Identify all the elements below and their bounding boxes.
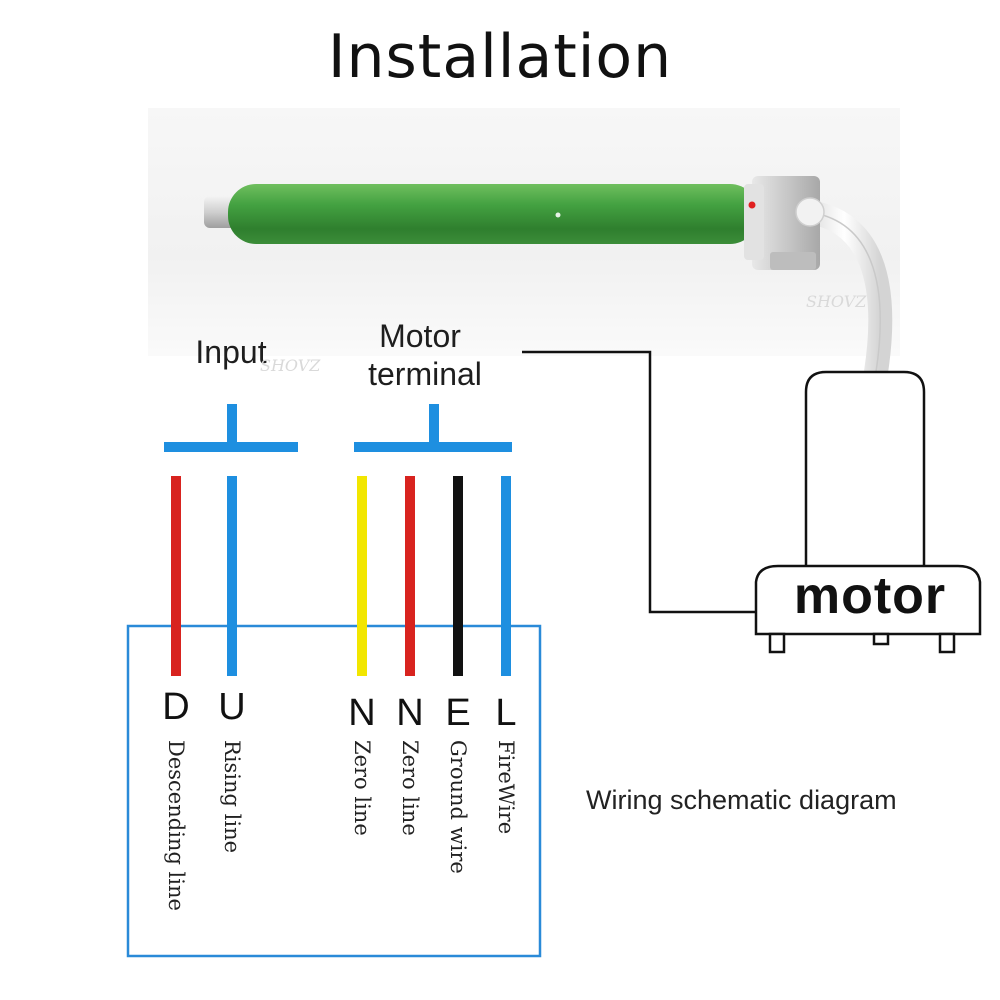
motor-foot-middle xyxy=(872,632,890,646)
input-label: Input xyxy=(195,334,267,370)
wire-l-5 xyxy=(501,476,511,676)
wire-name-2: Zero line xyxy=(350,740,374,836)
motor-terminal-label-line1: Motor xyxy=(379,318,461,354)
motor-terminal-label-line2: terminal xyxy=(368,356,482,392)
motor-tube xyxy=(228,184,758,244)
connection-line xyxy=(522,350,756,614)
terminal-bus xyxy=(354,404,512,452)
motor-tube-dot xyxy=(555,212,561,218)
wire-name-0: Descending line xyxy=(164,740,188,911)
wiring-box xyxy=(126,624,542,958)
input-bus-stem xyxy=(227,404,237,444)
wire-u-1 xyxy=(227,476,237,676)
motor-label: motor xyxy=(793,567,947,625)
watermark-1: SHOVZ xyxy=(260,356,321,375)
wire-n-2 xyxy=(357,476,367,676)
wire-group xyxy=(171,476,511,676)
terminal-bus-bar xyxy=(354,442,512,452)
wire-letter-4: E xyxy=(445,692,471,734)
wire-d-0 xyxy=(171,476,181,676)
motor-foot-right xyxy=(938,632,956,654)
motor-foot-left xyxy=(768,632,786,654)
page-title: Installation xyxy=(327,22,673,92)
watermark-2: SHOVZ xyxy=(806,292,867,311)
wire-n-3 xyxy=(405,476,415,676)
motor-box xyxy=(754,370,982,654)
wire-name-1: Rising line xyxy=(220,740,244,854)
wire-e-4 xyxy=(453,476,463,676)
terminal-bus-stem xyxy=(429,404,439,444)
motor-box-base xyxy=(754,564,982,636)
wire-letter-5: L xyxy=(495,692,517,734)
wire-letter-0: D xyxy=(162,686,190,728)
wire-name-4: Ground wire xyxy=(446,740,470,874)
wire-name-3: Zero line xyxy=(398,740,422,836)
motor-box-upper xyxy=(804,370,926,566)
status-light-icon xyxy=(748,201,756,209)
input-bus-bar xyxy=(164,442,298,452)
tubular-motor xyxy=(204,176,893,384)
wire-letter-2: N xyxy=(348,692,376,734)
diagram-caption: Wiring schematic diagram xyxy=(586,785,897,815)
wire-letter-1: U xyxy=(218,686,246,728)
input-bus xyxy=(164,404,298,452)
wire-letter-3: N xyxy=(396,692,424,734)
wire-name-5: FireWire xyxy=(494,740,518,835)
